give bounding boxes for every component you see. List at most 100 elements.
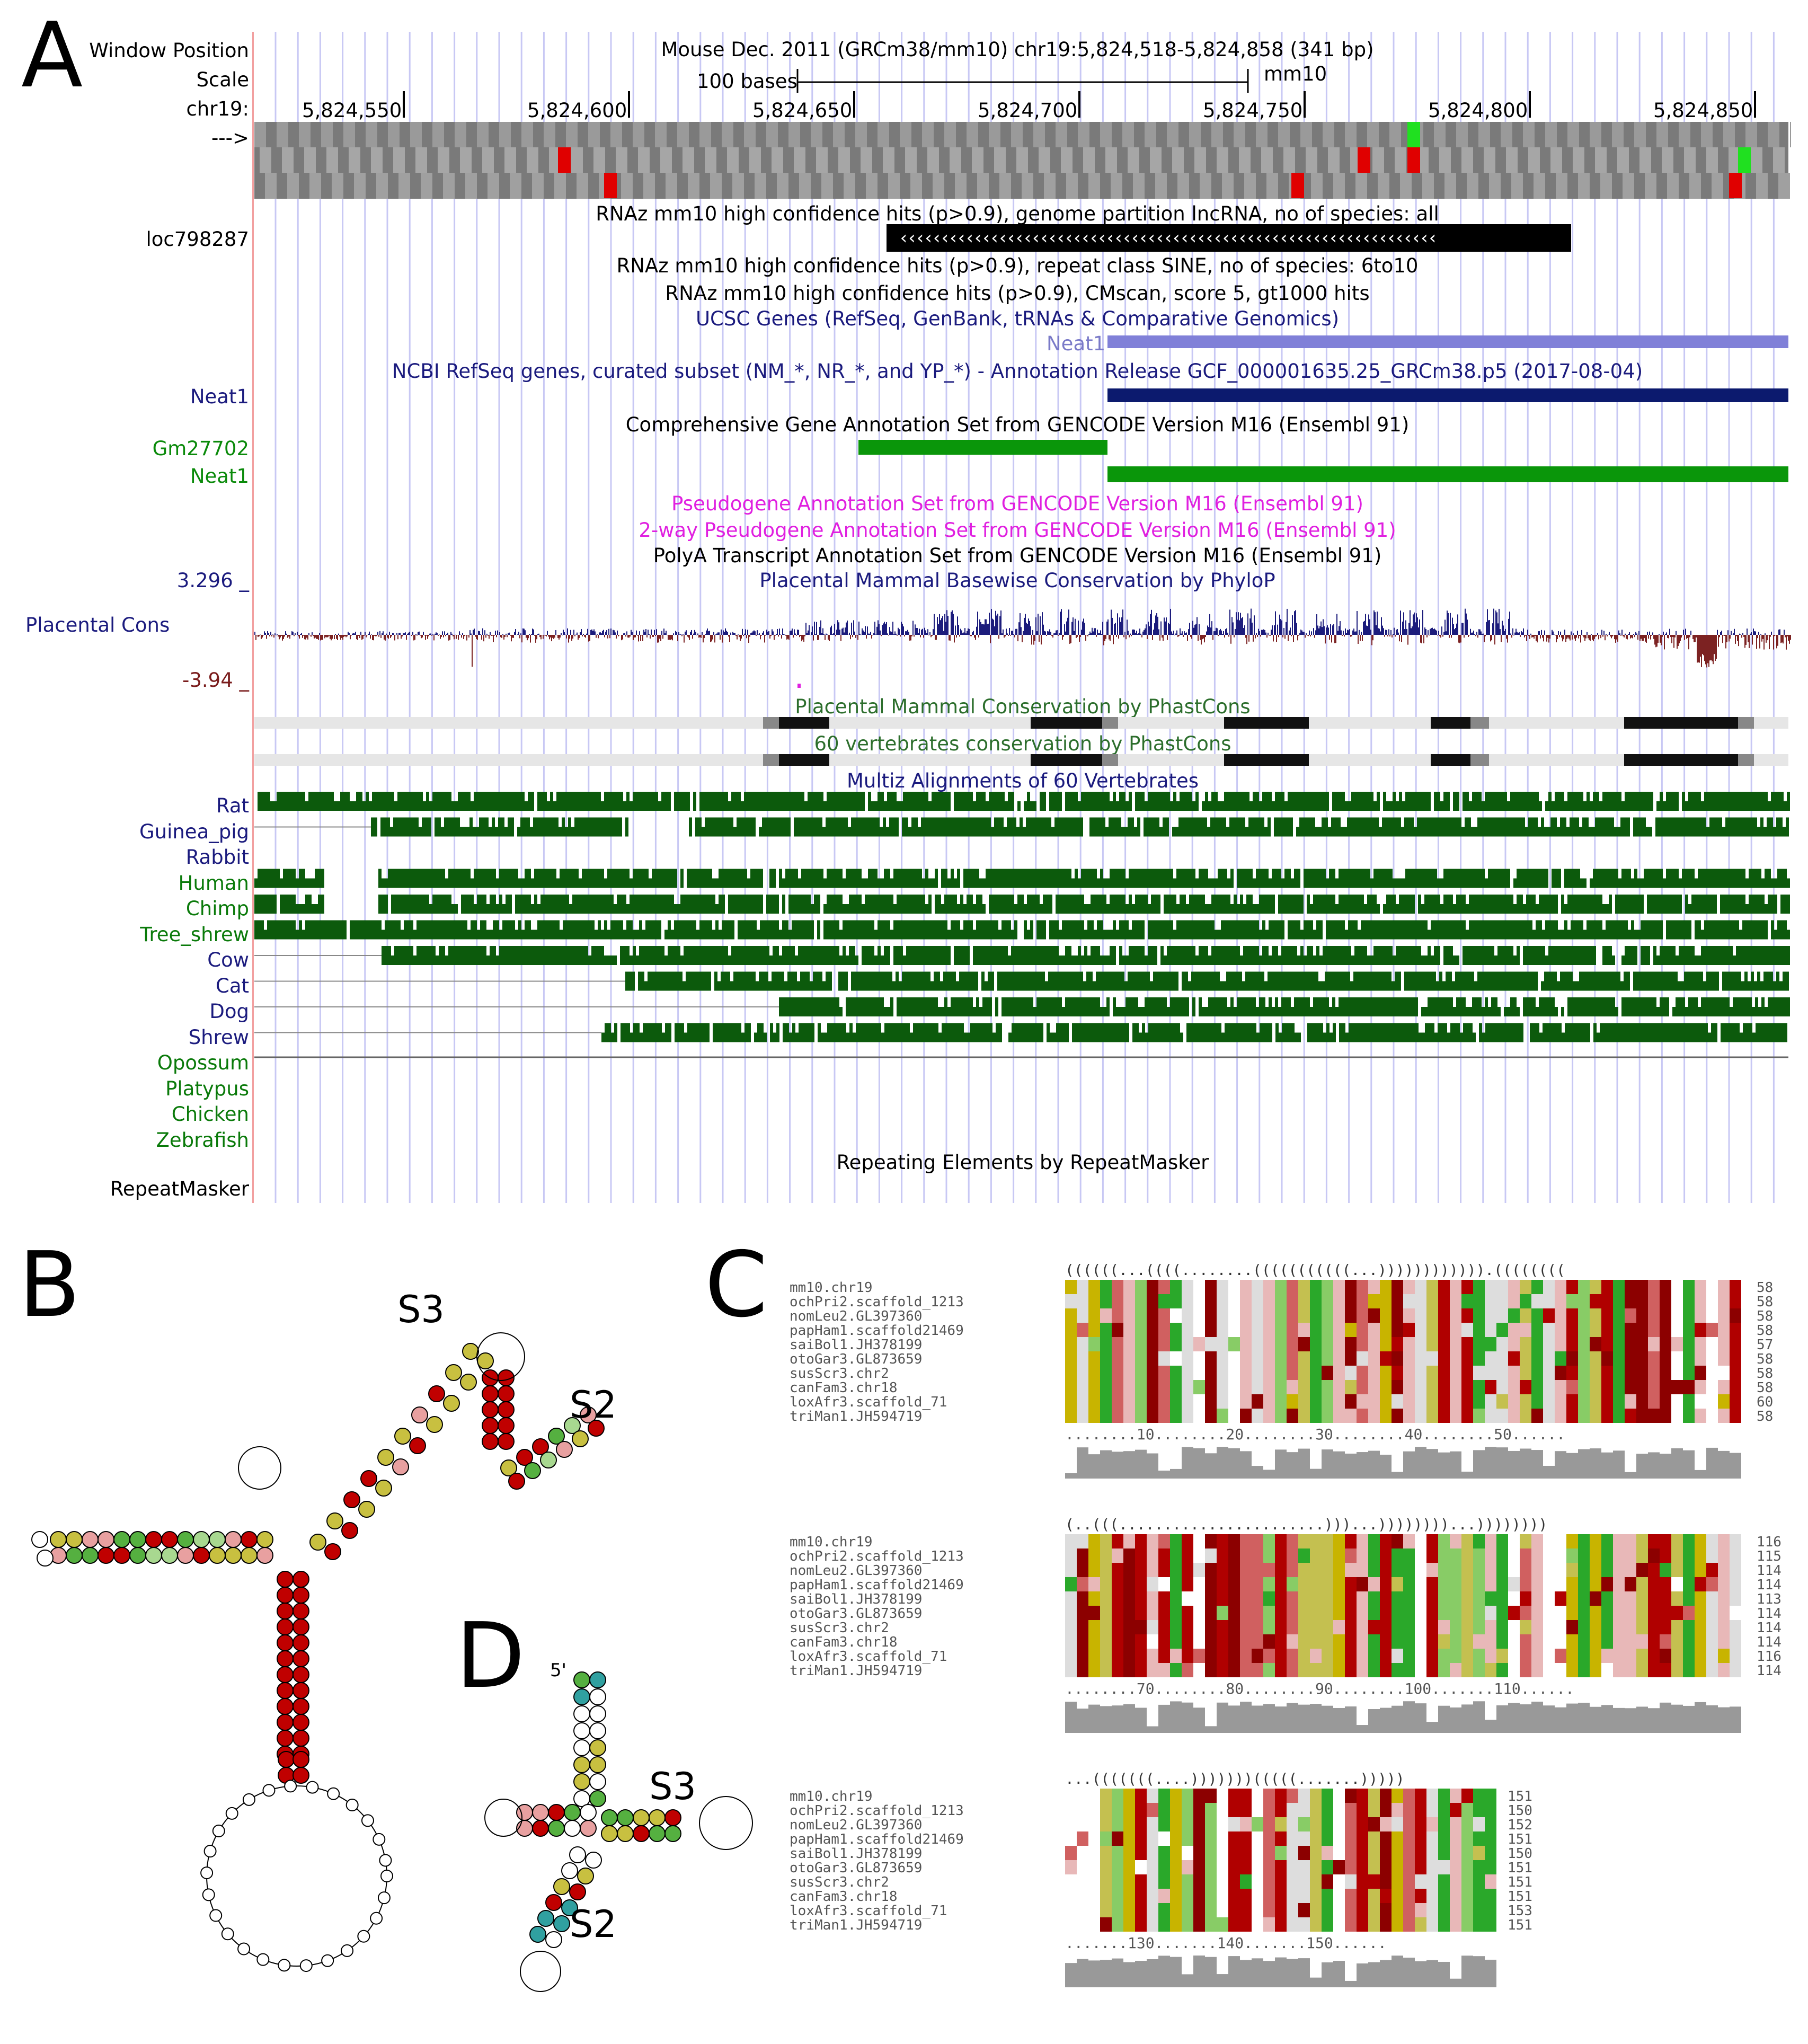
ucsc-neat1-feature[interactable] — [1107, 335, 1788, 348]
ncbi-track-title: NCBI RefSeq genes, curated subset (NM_*,… — [392, 360, 1643, 383]
phylop-track — [254, 608, 1791, 688]
panel-d-letter: D — [456, 1604, 525, 1709]
five-prime-label: 5' — [550, 1660, 566, 1681]
alignment-seq-name: mm10.chr19 — [790, 1534, 873, 1550]
tick-mark — [853, 91, 855, 118]
gencode-track-title: Comprehensive Gene Annotation Set from G… — [625, 413, 1410, 436]
species-label: Chimp — [185, 897, 249, 920]
alignment-end-number: 115 — [1757, 1549, 1782, 1564]
alignment-end-number: 113 — [1757, 1591, 1782, 1607]
browser-left-border — [252, 32, 254, 1203]
rnaz-lncrna-track-title: RNAz mm10 high confidence hits (p>0.9), … — [596, 202, 1439, 225]
alignment-end-number: 116 — [1757, 1534, 1782, 1550]
species-label: Zebrafish — [156, 1128, 249, 1152]
tick-label: 5,824,750 — [1203, 99, 1303, 122]
phylop-max-label: 3.296 _ — [176, 569, 249, 592]
alignment-seq-name: papHam1.scaffold21469 — [790, 1831, 964, 1847]
panel-b-letter: B — [19, 1233, 81, 1338]
tick-label: 5,824,650 — [752, 99, 853, 122]
repeatmasker-label: RepeatMasker — [110, 1178, 249, 1200]
gm27702-label: Gm27702 — [152, 437, 249, 460]
rnaz-cmscan-track-title: RNAz mm10 high confidence hits (p>0.9), … — [665, 282, 1370, 305]
alignment-end-number: 116 — [1757, 1649, 1782, 1665]
alignment-seq-name: mm10.chr19 — [790, 1789, 873, 1804]
alignment-end-number: 151 — [1508, 1831, 1532, 1847]
alignment-seq-name: canFam3.chr18 — [790, 1380, 898, 1396]
alignment-seq-name: saiBol1.JH378199 — [790, 1337, 923, 1353]
alignment-end-number: 114 — [1757, 1577, 1782, 1593]
gencode-neat1-feature[interactable] — [1107, 466, 1788, 482]
scale-label: Scale — [196, 68, 249, 91]
browser-header: Mouse Dec. 2011 (GRCm38/mm10) chr19:5,82… — [661, 38, 1374, 61]
tick-mark — [1754, 91, 1756, 118]
alignment-end-number: 153 — [1508, 1903, 1532, 1919]
alignment-end-number: 152 — [1508, 1817, 1532, 1833]
stem-s3-label-b: S3 — [397, 1288, 445, 1331]
species-label: Chicken — [171, 1103, 249, 1126]
alignment-structure-line: (..(((.......................)))...)))))… — [1065, 1516, 1548, 1533]
phylop-track-title: Placental Mammal Basewise Conservation b… — [759, 569, 1275, 592]
alignment-end-number: 114 — [1757, 1606, 1782, 1622]
alignment-color-block — [1065, 1280, 1741, 1423]
alignment-seq-name: saiBol1.JH378199 — [790, 1846, 923, 1862]
rnaz-sine-track-title: RNAz mm10 high confidence hits (p>0.9), … — [616, 254, 1419, 277]
alignment-seq-name: triMan1.JH594719 — [790, 1917, 923, 1933]
alignment-color-block — [1065, 1534, 1741, 1677]
rna-structure-b — [31, 1332, 605, 1972]
alignment-end-number: 150 — [1508, 1846, 1532, 1862]
species-label: Dog — [209, 1000, 249, 1023]
species-label: Cat — [215, 974, 249, 997]
alignment-end-number: 58 — [1757, 1280, 1774, 1296]
stem-s2-label-d: S2 — [570, 1903, 617, 1946]
alignment-end-number: 58 — [1757, 1409, 1774, 1424]
alignment-end-number: 151 — [1508, 1860, 1532, 1876]
pseudogene-track-title: Pseudogene Annotation Set from GENCODE V… — [671, 492, 1363, 515]
ncbi-neat1-feature[interactable] — [1107, 388, 1788, 402]
alignment-seq-name: susScr3.chr2 — [790, 1366, 889, 1382]
alignment-seq-name: saiBol1.JH378199 — [790, 1591, 923, 1607]
strand-arrow-label: ---> — [211, 127, 249, 149]
species-label: Cow — [207, 949, 249, 971]
tick-mark — [1529, 91, 1531, 118]
alignment-seq-name: papHam1.scaffold21469 — [790, 1323, 964, 1339]
stem-s2-label-b: S2 — [570, 1383, 617, 1427]
phastcons60-track-title: 60 vertebrates conservation by PhastCons — [814, 732, 1231, 755]
alignment-seq-name: papHam1.scaffold21469 — [790, 1577, 964, 1593]
alignment-ruler: .......130.......140.......150...... — [1065, 1934, 1387, 1952]
alignment-seq-name: nomLeu2.GL397360 — [790, 1563, 923, 1579]
phastcons-track — [254, 717, 1788, 729]
phylop-min-label: -3.94 _ — [182, 669, 249, 692]
alignment-structure-line: ((((((...((((........(((((((((((...)))))… — [1065, 1261, 1566, 1279]
tick-label: 5,824,600 — [527, 99, 627, 122]
ncbi-neat1-label: Neat1 — [190, 385, 249, 408]
alignment-seq-name: mm10.chr19 — [790, 1280, 873, 1296]
alignment-ruler: ........10........20........30........40… — [1065, 1426, 1566, 1443]
alignment-end-number: 58 — [1757, 1308, 1774, 1324]
alignment-seq-name: loxAfr3.scaffold_71 — [790, 1903, 947, 1919]
alignment-seq-name: ochPri2.scaffold_1213 — [790, 1549, 964, 1564]
multiz-track — [254, 792, 1790, 1058]
alignment-end-number: 114 — [1757, 1563, 1782, 1579]
repeatmasker-track-title: Repeating Elements by RepeatMasker — [836, 1151, 1209, 1174]
alignment-seq-name: triMan1.JH594719 — [790, 1663, 923, 1679]
alignment-seq-name: susScr3.chr2 — [790, 1874, 889, 1890]
rnaz-hit-feature[interactable]: ‹‹‹‹‹‹‹‹‹‹‹‹‹‹‹‹‹‹‹‹‹‹‹‹‹‹‹‹‹‹‹‹‹‹‹‹‹‹‹‹… — [887, 224, 1571, 252]
gm27702-feature[interactable] — [858, 440, 1107, 455]
base-track — [254, 122, 1791, 199]
gencode-neat1-label: Neat1 — [190, 465, 249, 488]
species-label: Human — [178, 871, 249, 895]
alignment-seq-name: triMan1.JH594719 — [790, 1409, 923, 1424]
alignment-end-number: 58 — [1757, 1323, 1774, 1339]
phastcons-track-title: Placental Mammal Conservation by PhastCo… — [795, 695, 1251, 718]
alignment-seq-name: loxAfr3.scaffold_71 — [790, 1649, 947, 1665]
scale-text: 100 bases — [697, 70, 797, 93]
polya-track-title: PolyA Transcript Annotation Set from GEN… — [653, 544, 1382, 567]
chrom-label: chr19: — [186, 98, 249, 120]
alignment-conservation-bars — [1065, 1955, 1496, 1987]
alignment-seq-name: canFam3.chr18 — [790, 1634, 898, 1650]
pseudogene2-track-title: 2-way Pseudogene Annotation Set from GEN… — [639, 519, 1396, 542]
alignment-end-number: 57 — [1757, 1337, 1774, 1353]
species-label: Guinea_pig — [139, 820, 249, 843]
ucsc-neat1-label: Neat1 — [1047, 332, 1106, 355]
alignment-conservation-bars — [1065, 1701, 1741, 1733]
